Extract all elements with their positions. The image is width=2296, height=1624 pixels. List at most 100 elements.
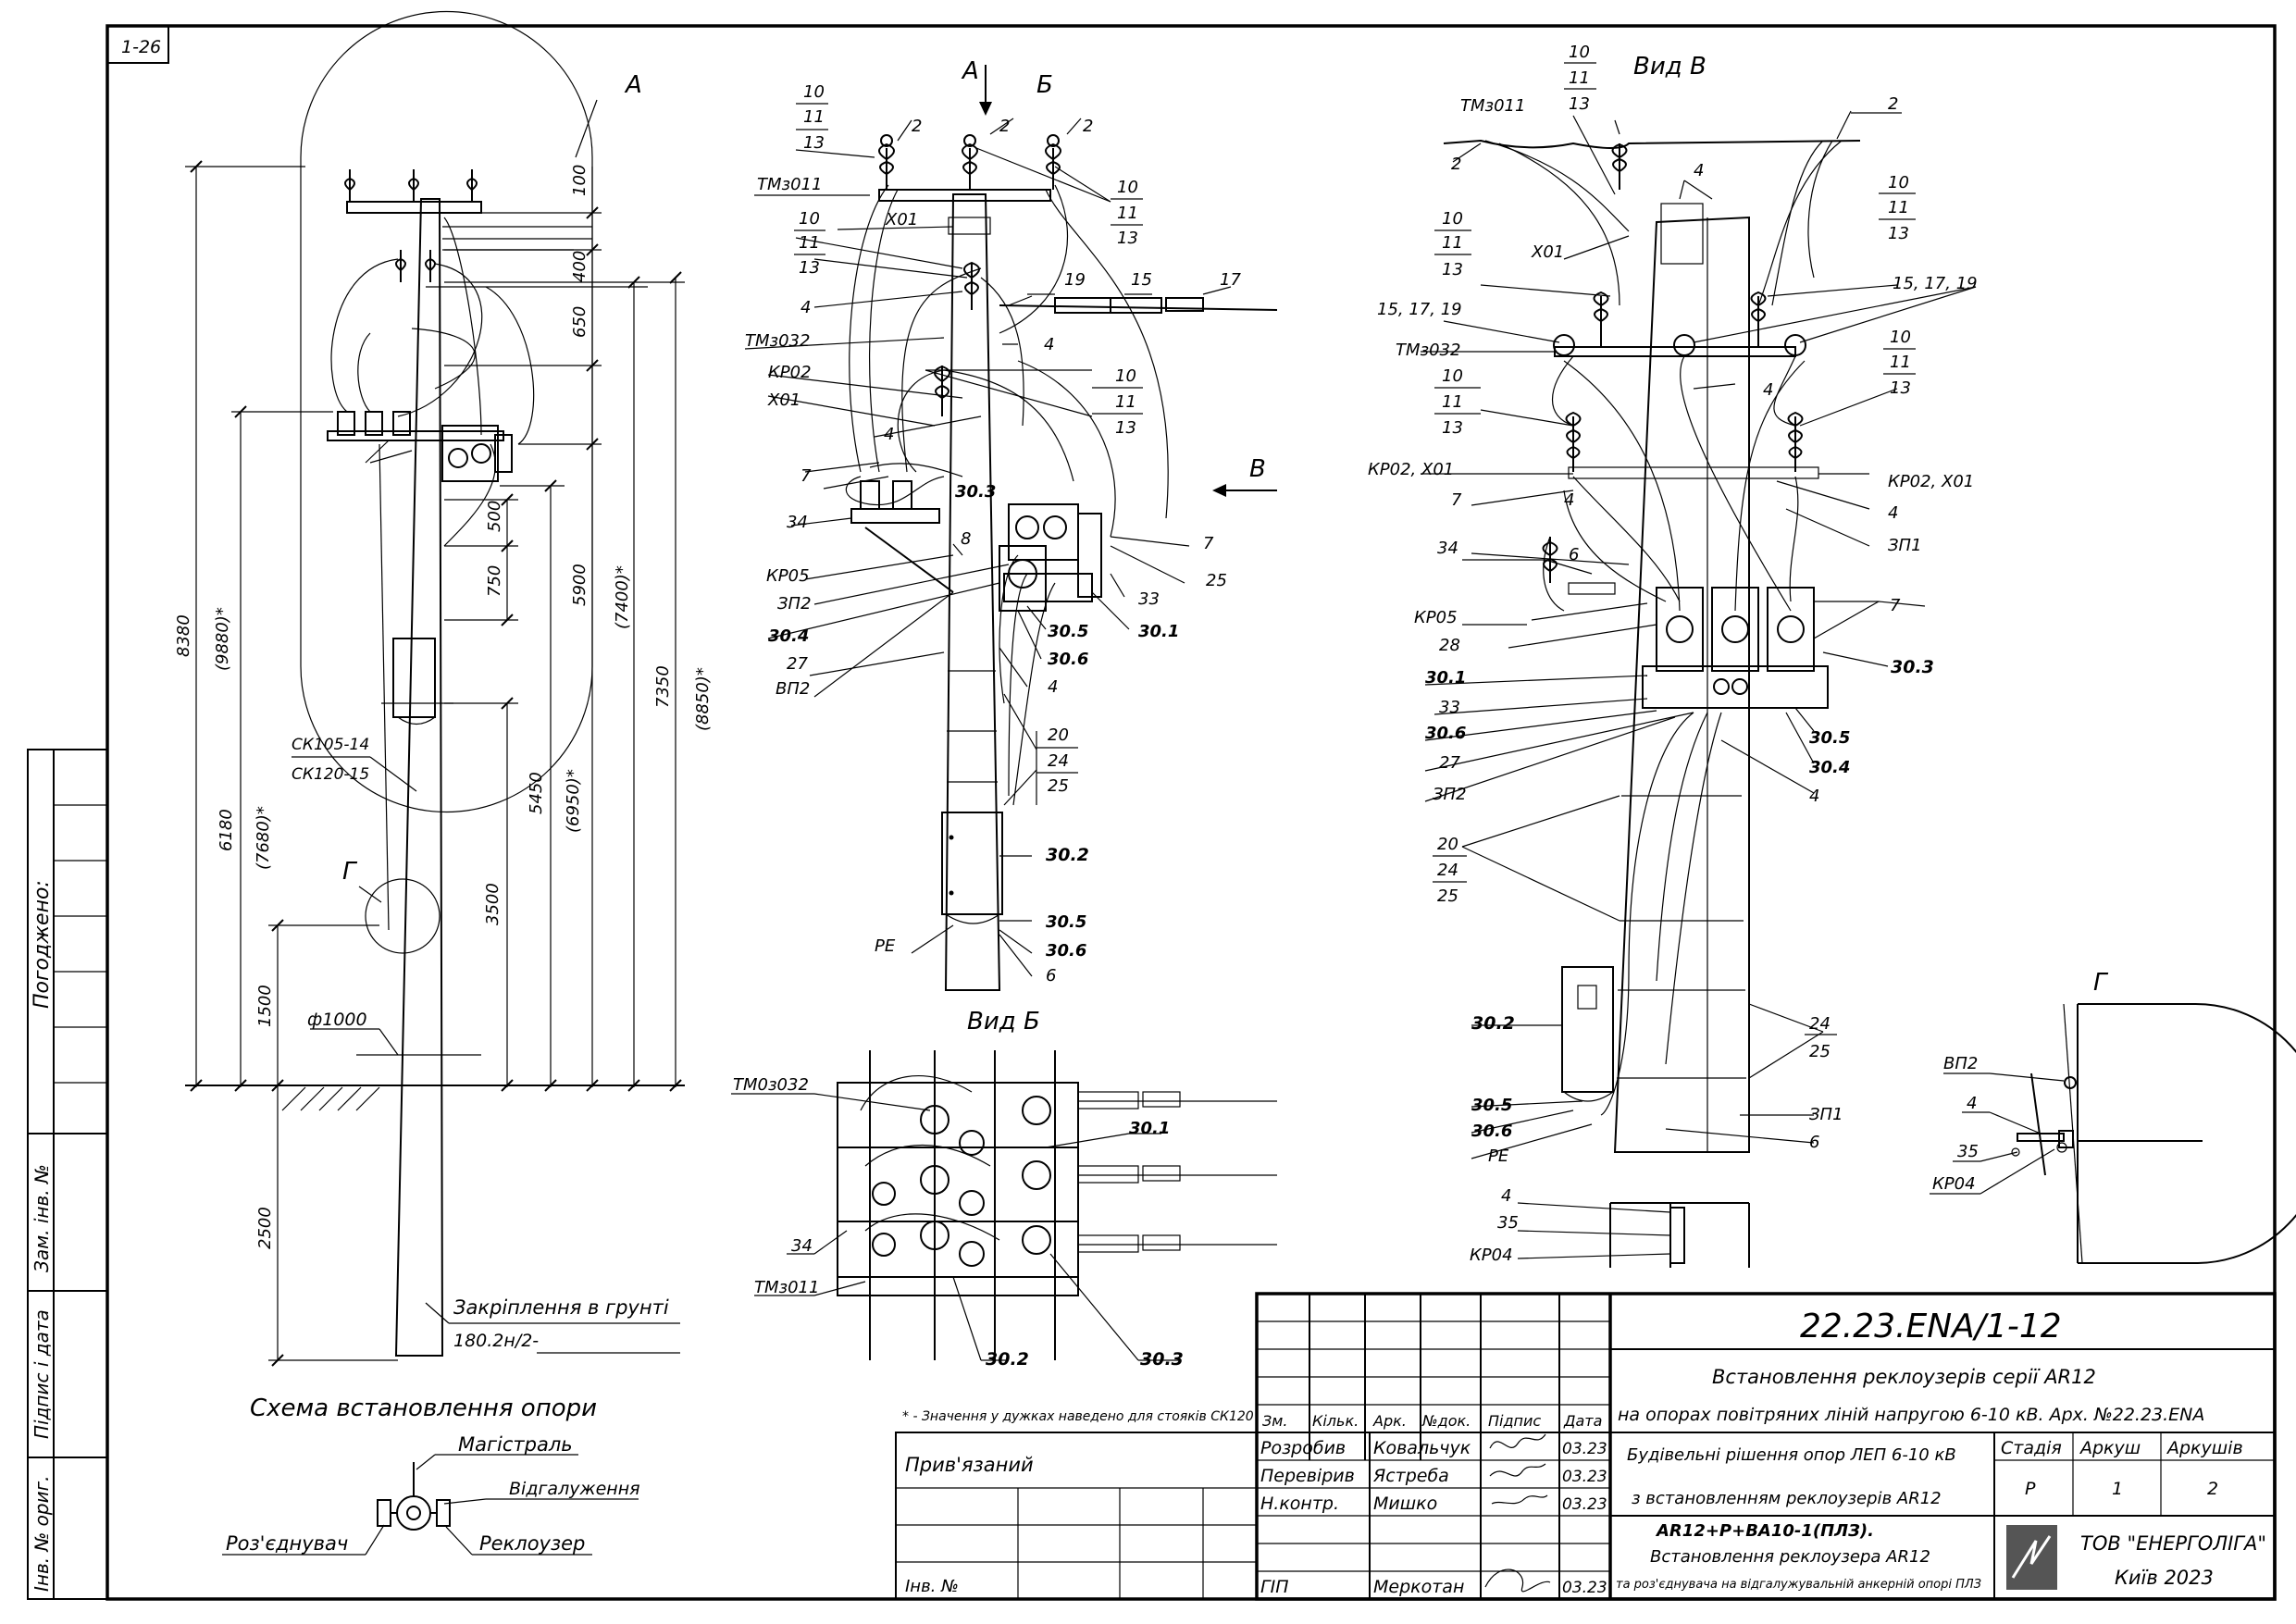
view-b-title: Вид Б: [967, 1008, 1040, 1035]
sv-306b: 30.6: [1471, 1122, 1512, 1141]
tb-r4-name: Меркотан: [1373, 1577, 1464, 1597]
front-v-label: В: [1249, 455, 1266, 483]
sv-4: 4: [1694, 161, 1704, 180]
tb-r2-role: Перевірив: [1260, 1466, 1355, 1486]
sv-28: 28: [1439, 636, 1460, 655]
sv-303: 30.3: [1891, 657, 1934, 677]
dim-7350: 7350: [653, 665, 673, 708]
footnote: * - Значення у дужках наведено для стояк…: [902, 1409, 1254, 1424]
sheet-frame: 1-26: [105, 24, 2277, 1601]
sv-13: 13: [1569, 94, 1590, 114]
sv-24: 24: [1437, 861, 1458, 880]
fc-vp2: ВП2: [776, 679, 810, 699]
tb-title-line1: Встановлення реклоузерів серії AR12: [1712, 1366, 2096, 1388]
fc-305: 30.5: [1048, 622, 1088, 641]
stamp-replace-inv: Зам. інв. №: [31, 1164, 53, 1272]
fc-11b: 11: [1117, 204, 1138, 223]
dim-100: 100: [570, 165, 590, 196]
vb-tm011: ТМз011: [754, 1278, 819, 1297]
ground-fix-2: 180.2н/2-: [453, 1331, 539, 1351]
sv-pe: PE: [1488, 1147, 1509, 1166]
tb-r1-date: 03.23: [1562, 1440, 1607, 1458]
title-block: Зм. Кільк. Арк. №док. Підпис Дата Розроб…: [1255, 1292, 2277, 1601]
sv-6b: 6: [1809, 1133, 1819, 1152]
sv-10b: 10: [1888, 173, 1909, 192]
scheme-recloser: Реклоузер: [479, 1532, 585, 1555]
tb-drawing-name3: та роз'єднувача на відгалужувальній анке…: [1616, 1578, 1981, 1592]
sv-kr05: КР05: [1414, 608, 1458, 627]
tb-stage: Р: [2025, 1479, 2036, 1499]
pole-type-2: СК120-15: [292, 765, 369, 784]
tb-r4-date: 03.23: [1562, 1579, 1607, 1597]
sv-zp1b: ЗП1: [1809, 1105, 1843, 1124]
sv-151719: 15, 17, 19: [1377, 300, 1462, 319]
front-b-label: Б: [1036, 71, 1053, 99]
fc-13a: 13: [803, 133, 825, 153]
pole-installation-scheme: А: [174, 10, 713, 1556]
dim-650: 650: [570, 306, 590, 338]
company-logo: [2006, 1525, 2057, 1590]
sv-301: 30.1: [1425, 668, 1466, 688]
dim-9880: (9880)*: [213, 607, 232, 671]
tb-r1-name: Ковальчук: [1373, 1438, 1471, 1458]
dim-5900: 5900: [570, 564, 590, 606]
sv-25: 25: [1437, 886, 1458, 906]
sv-10: 10: [1569, 43, 1590, 62]
sv-4c: 4: [1564, 490, 1574, 510]
fc-24: 24: [1048, 751, 1069, 771]
sv-13b: 13: [1888, 224, 1909, 243]
scheme-branch: Відгалуження: [509, 1479, 640, 1499]
tb-doc-code: 22.23.ENA/1-12: [1800, 1308, 2062, 1345]
sv-11: 11: [1569, 68, 1590, 88]
tb-r3-date: 03.23: [1562, 1495, 1607, 1514]
tb-h-date: Дата: [1563, 1412, 1602, 1430]
fc-10b: 10: [1117, 178, 1138, 197]
sv-25b: 25: [1809, 1042, 1831, 1061]
fc-tm032: ТМз032: [745, 331, 810, 351]
sv-kr02x01b: КР02, X01: [1888, 472, 1974, 491]
fc-10c: 10: [799, 209, 820, 229]
dim-8380: 8380: [174, 614, 193, 657]
sv-x01: X01: [1531, 242, 1564, 262]
front-view: А Б В: [744, 57, 1278, 991]
fc-302: 30.2: [1046, 845, 1089, 865]
fc-25b: 25: [1048, 776, 1069, 796]
fc-7b: 7: [1203, 534, 1214, 553]
dim-400: 400: [570, 251, 590, 282]
dim-3500: 3500: [483, 883, 503, 925]
linked-table: Прив'язаний Інв. №: [895, 1432, 1258, 1600]
inv-no-label: Інв. №: [905, 1577, 959, 1596]
sv-35: 35: [1497, 1213, 1519, 1233]
sv-4e: 4: [1809, 787, 1819, 806]
sv-10e: 10: [1890, 328, 1911, 347]
tb-h-zm: Зм.: [1262, 1412, 1287, 1430]
sv-306: 30.6: [1425, 724, 1466, 743]
tb-r3-name: Мишко: [1373, 1494, 1437, 1514]
dim-5450: 5450: [527, 772, 546, 814]
sv-33: 33: [1439, 698, 1460, 717]
front-a-label: А: [961, 57, 979, 85]
fc-kr05: КР05: [766, 566, 810, 586]
fc-27: 27: [787, 654, 808, 674]
sv-2: 2: [1888, 94, 1898, 114]
sv-27: 27: [1439, 753, 1460, 773]
fc-15: 15: [1131, 270, 1152, 290]
fc-306: 30.6: [1048, 650, 1088, 669]
dim-750: 750: [485, 565, 504, 597]
sv-13e: 13: [1890, 378, 1911, 398]
fc-13b: 13: [1117, 229, 1138, 248]
dg-kr04: КР04: [1932, 1174, 1976, 1194]
fc-pe: PE: [875, 936, 896, 956]
sv-13c: 13: [1442, 260, 1463, 279]
line-scheme-symbol: [377, 1462, 451, 1531]
fc-2c: 2: [1083, 117, 1093, 136]
tb-r2-date: 03.23: [1562, 1468, 1607, 1486]
stamp-inv-orig: Інв. № ориг.: [31, 1476, 53, 1592]
sv-24b: 24: [1809, 1014, 1831, 1034]
fc-304: 30.4: [768, 626, 809, 646]
sv-34: 34: [1437, 539, 1458, 558]
sv-305: 30.5: [1809, 728, 1850, 748]
sv-7b: 7: [1890, 596, 1901, 615]
ground-fix-1: Закріплення в грунті: [453, 1296, 669, 1319]
